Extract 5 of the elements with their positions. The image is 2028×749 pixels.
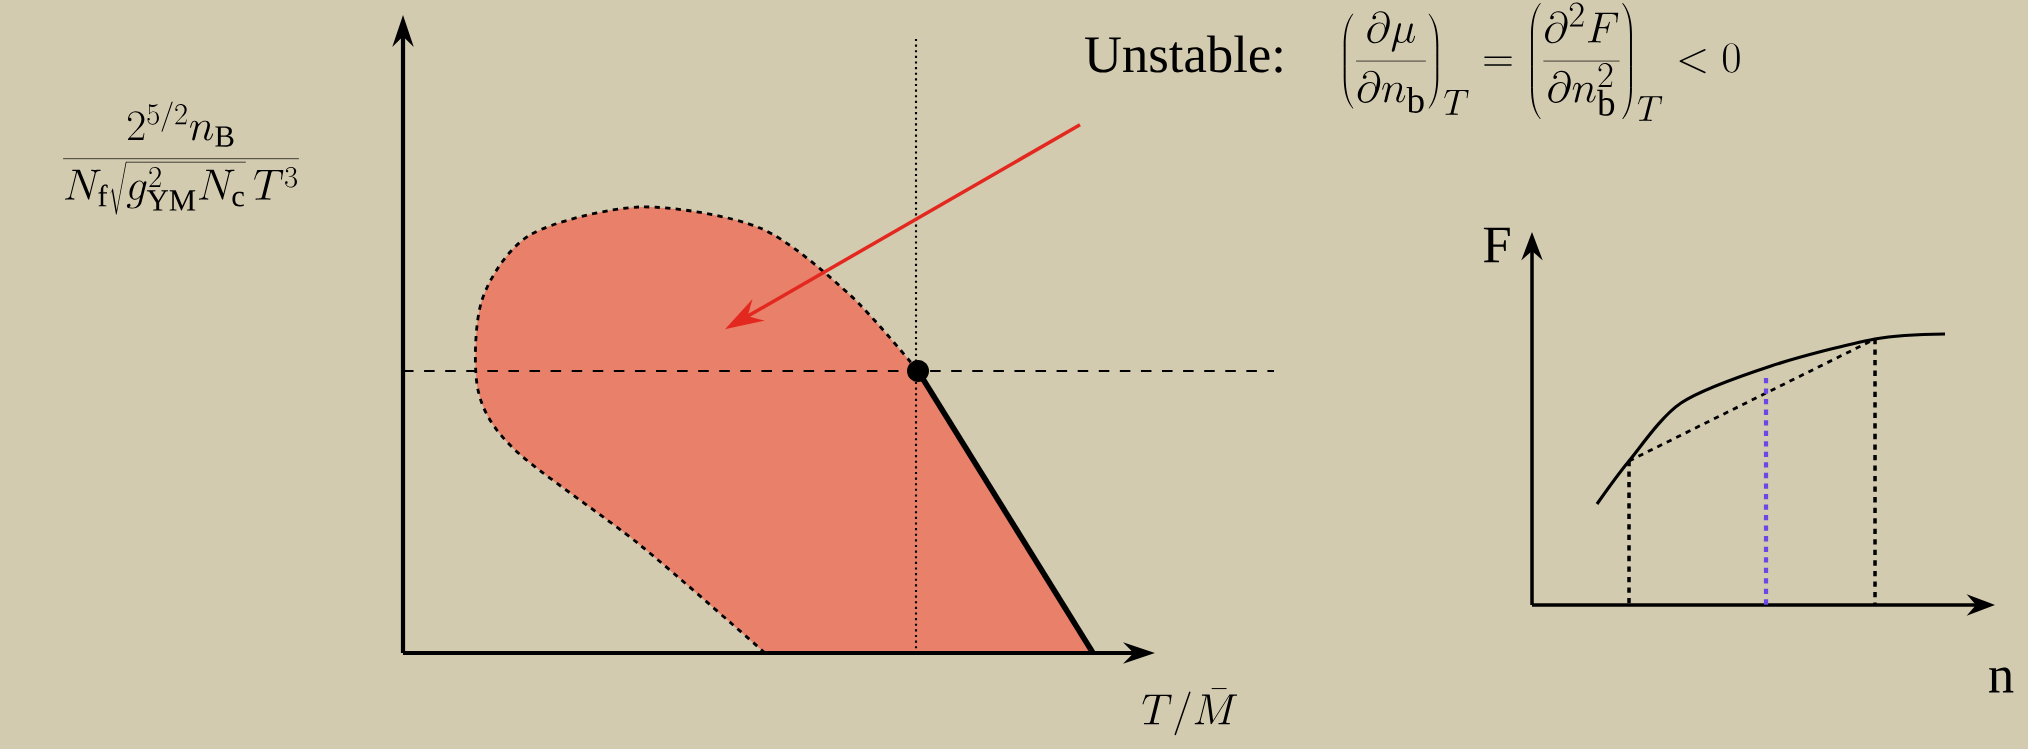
axis-label: $\frac{2^{5/2}n_{\mathrm{B}}}{N_{\mathrm{f}}\sqrt{g_{\mathrm{YM}}^{2}N_{\mathrm{c}}}\,T^{3}}$ xyxy=(63,101,299,215)
annotation-text: Unstable: $\left(\frac{\partial\mu}{\partial n_{\mathrm{b}}}\right)_{T}=\left(\frac{\partial^{2}F}{\partial n_{\mathrm{b}}^{2}}\right)_{T}<0$ xyxy=(1085,2,1740,121)
axis-label: $T/\bar{M}$ xyxy=(1142,688,1238,736)
axis-label: n xyxy=(1989,667,2014,693)
axis-label: F xyxy=(1483,227,1510,263)
